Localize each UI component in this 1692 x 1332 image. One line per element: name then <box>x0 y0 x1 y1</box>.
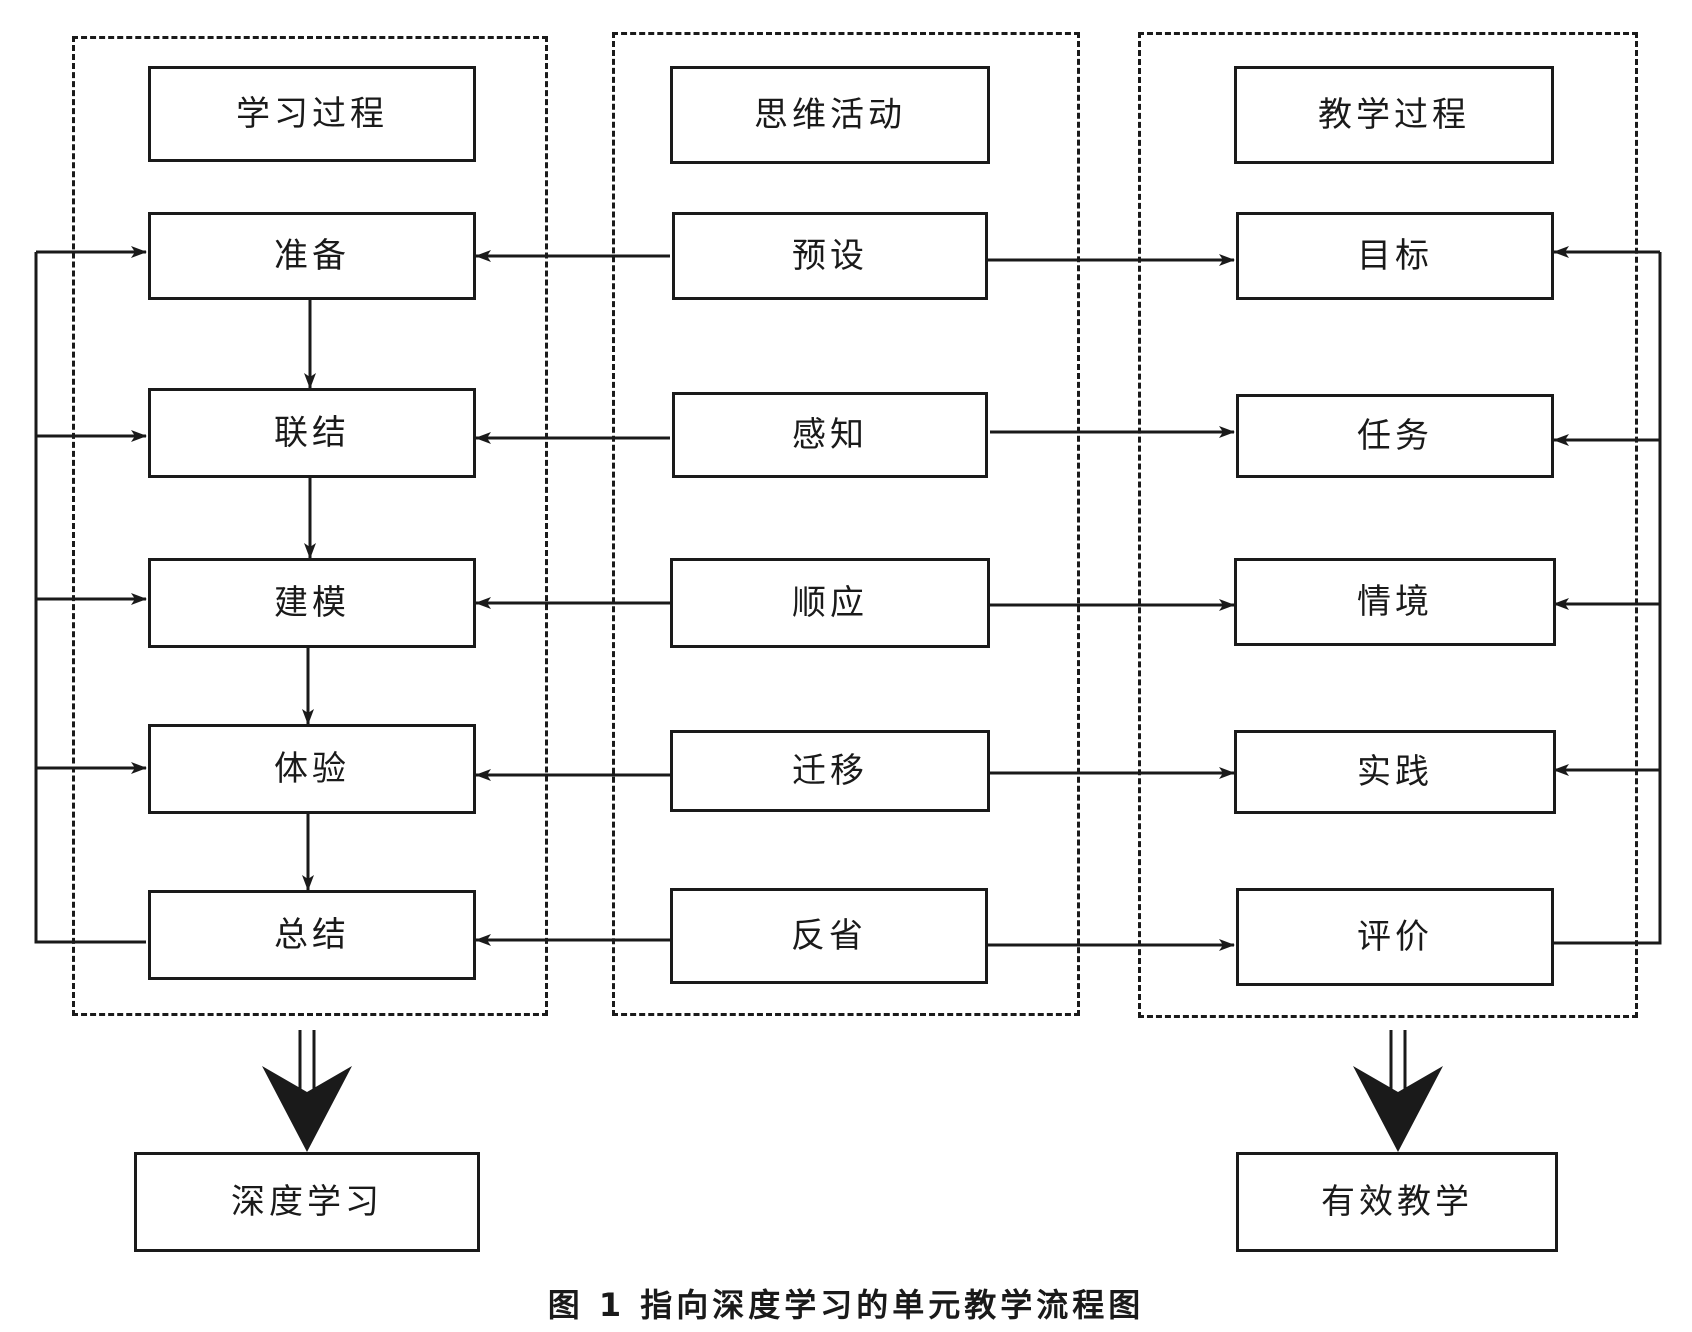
thinking-activity-group <box>612 32 1080 1016</box>
effective-teaching-outcome-arrow <box>1353 1030 1443 1152</box>
effective-teaching-arrowhead <box>1353 1066 1443 1152</box>
figure-caption: 图 1 指向深度学习的单元教学流程图 <box>547 1286 1145 1324</box>
step-practice: 实践 <box>1234 730 1556 814</box>
deep-learning-outcome-arrow <box>262 1030 352 1152</box>
thinking-to-learning-arrows <box>475 250 670 946</box>
step-summary: 总结 <box>148 890 476 980</box>
step-model: 建模 <box>148 558 476 648</box>
learning-flow-arrows <box>302 300 316 891</box>
thinking-to-teaching-arrows <box>988 254 1235 951</box>
learning-feedback-loop <box>34 246 147 944</box>
deep-learning-arrowhead <box>262 1066 352 1152</box>
step-experience: 体验 <box>148 724 476 814</box>
thinking-activity-header: 思维活动 <box>670 66 990 164</box>
step-preset: 预设 <box>672 212 988 300</box>
learning-process-group <box>72 36 548 1016</box>
step-evaluation: 评价 <box>1236 888 1554 986</box>
step-connect: 联结 <box>148 388 476 478</box>
step-goal: 目标 <box>1236 212 1554 300</box>
deep-learning-outcome: 深度学习 <box>134 1152 480 1252</box>
feedback-loop-line <box>34 252 146 944</box>
teaching-loop-line <box>1554 252 1662 945</box>
effective-teaching-outcome: 有效教学 <box>1236 1152 1558 1252</box>
learning-process-header: 学习过程 <box>148 66 476 162</box>
step-prepare: 准备 <box>148 212 476 300</box>
teaching-process-group <box>1138 32 1638 1018</box>
step-accommodate: 顺应 <box>670 558 990 648</box>
step-situation: 情境 <box>1234 558 1556 646</box>
step-transfer: 迁移 <box>670 730 990 812</box>
step-perceive: 感知 <box>672 392 988 478</box>
teaching-feedback-loop <box>1553 246 1662 945</box>
step-task: 任务 <box>1236 394 1554 478</box>
step-reflect: 反省 <box>670 888 988 984</box>
teaching-process-header: 教学过程 <box>1234 66 1554 164</box>
